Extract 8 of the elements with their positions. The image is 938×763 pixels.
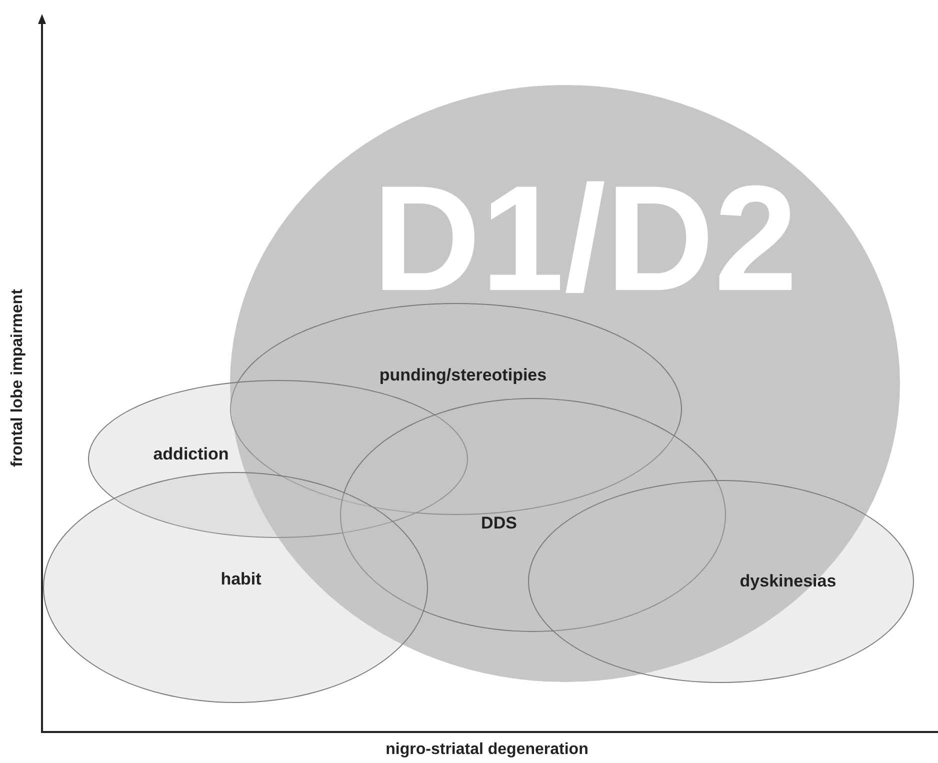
region-label: DDS xyxy=(481,514,517,532)
region-label: punding/stereotipies xyxy=(379,366,547,384)
watermark-label: D1/D2 xyxy=(372,163,798,313)
region-label: dyskinesias xyxy=(740,572,836,590)
axis-title: frontal lobe impairment xyxy=(10,289,26,467)
axis-title: nigro-striatal degeneration xyxy=(386,742,588,758)
region-label: addiction xyxy=(153,446,229,462)
region-label: habit xyxy=(220,570,262,588)
